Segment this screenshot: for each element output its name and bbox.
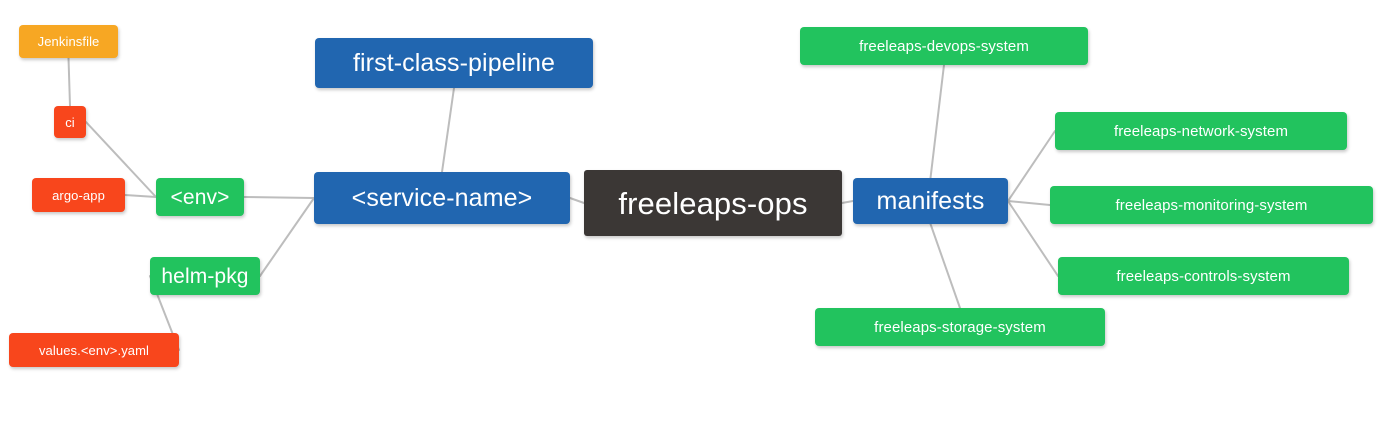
mindmap-node-label: freeleaps-storage-system — [874, 318, 1046, 336]
mindmap-node-label: Jenkinsfile — [37, 34, 100, 49]
mindmap-node-label: freeleaps-ops — [618, 185, 808, 221]
mindmap-node-values-env-yaml[interactable]: values.<env>.yaml — [9, 333, 179, 367]
mindmap-node-helm-pkg[interactable]: helm-pkg — [150, 257, 260, 295]
mindmap-node-freeleaps-network-system[interactable]: freeleaps-network-system — [1055, 112, 1347, 150]
mindmap-edge-service-name-to-first-class-pipeline — [441, 87, 455, 173]
mindmap-node-label: freeleaps-monitoring-system — [1115, 196, 1308, 214]
mindmap-node-label: first-class-pipeline — [352, 48, 556, 77]
mindmap-edge-manifests-to-freeleaps-devops-system — [929, 64, 945, 179]
mindmap-edge-service-name-to-helm-pkg — [259, 197, 315, 277]
mindmap-node-label: <env> — [170, 185, 230, 209]
mindmap-node-argo-app[interactable]: argo-app — [32, 178, 125, 212]
mindmap-edge-manifests-to-freeleaps-monitoring-system — [1007, 200, 1051, 206]
mindmap-node-freeleaps-devops-system[interactable]: freeleaps-devops-system — [800, 27, 1088, 65]
mindmap-node-freeleaps-storage-system[interactable]: freeleaps-storage-system — [815, 308, 1105, 346]
mindmap-node-label: freeleaps-devops-system — [859, 37, 1029, 55]
mindmap-node-label: argo-app — [52, 187, 105, 203]
mindmap-node-first-class-pipeline[interactable]: first-class-pipeline — [315, 38, 593, 88]
mindmap-node-manifests[interactable]: manifests — [853, 178, 1008, 224]
mindmap-node-service-name[interactable]: <service-name> — [314, 172, 570, 224]
mindmap-node-label: <service-name> — [351, 183, 533, 212]
mindmap-edge-env-to-argo-app — [124, 194, 157, 198]
mindmap-node-label: values.<env>.yaml — [38, 342, 150, 358]
mindmap-edge-service-name-to-env — [243, 196, 315, 199]
mindmap-edge-manifests-to-freeleaps-network-system — [1007, 130, 1056, 202]
mindmap-node-label: manifests — [876, 186, 985, 215]
mindmap-edge-freeleaps-ops-to-service-name — [569, 197, 585, 204]
mindmap-edge-manifests-to-freeleaps-storage-system — [929, 223, 961, 309]
mindmap-edge-freeleaps-ops-to-manifests — [841, 200, 854, 204]
mindmap-edge-ci-to-jenkinsfile — [67, 57, 71, 107]
mindmap-node-freeleaps-controls-system[interactable]: freeleaps-controls-system — [1058, 257, 1349, 295]
mindmap-node-label: ci — [65, 114, 75, 130]
mindmap-node-freeleaps-ops[interactable]: freeleaps-ops — [584, 170, 842, 236]
mindmap-node-jenkinsfile[interactable]: Jenkinsfile — [19, 25, 118, 58]
mindmap-node-freeleaps-monitoring-system[interactable]: freeleaps-monitoring-system — [1050, 186, 1373, 224]
mindmap-node-ci[interactable]: ci — [54, 106, 86, 138]
mindmap-node-label: helm-pkg — [161, 264, 249, 288]
mindmap-node-label: freeleaps-controls-system — [1116, 267, 1291, 285]
mindmap-node-label: freeleaps-network-system — [1113, 122, 1289, 140]
mindmap-node-env[interactable]: <env> — [156, 178, 244, 216]
